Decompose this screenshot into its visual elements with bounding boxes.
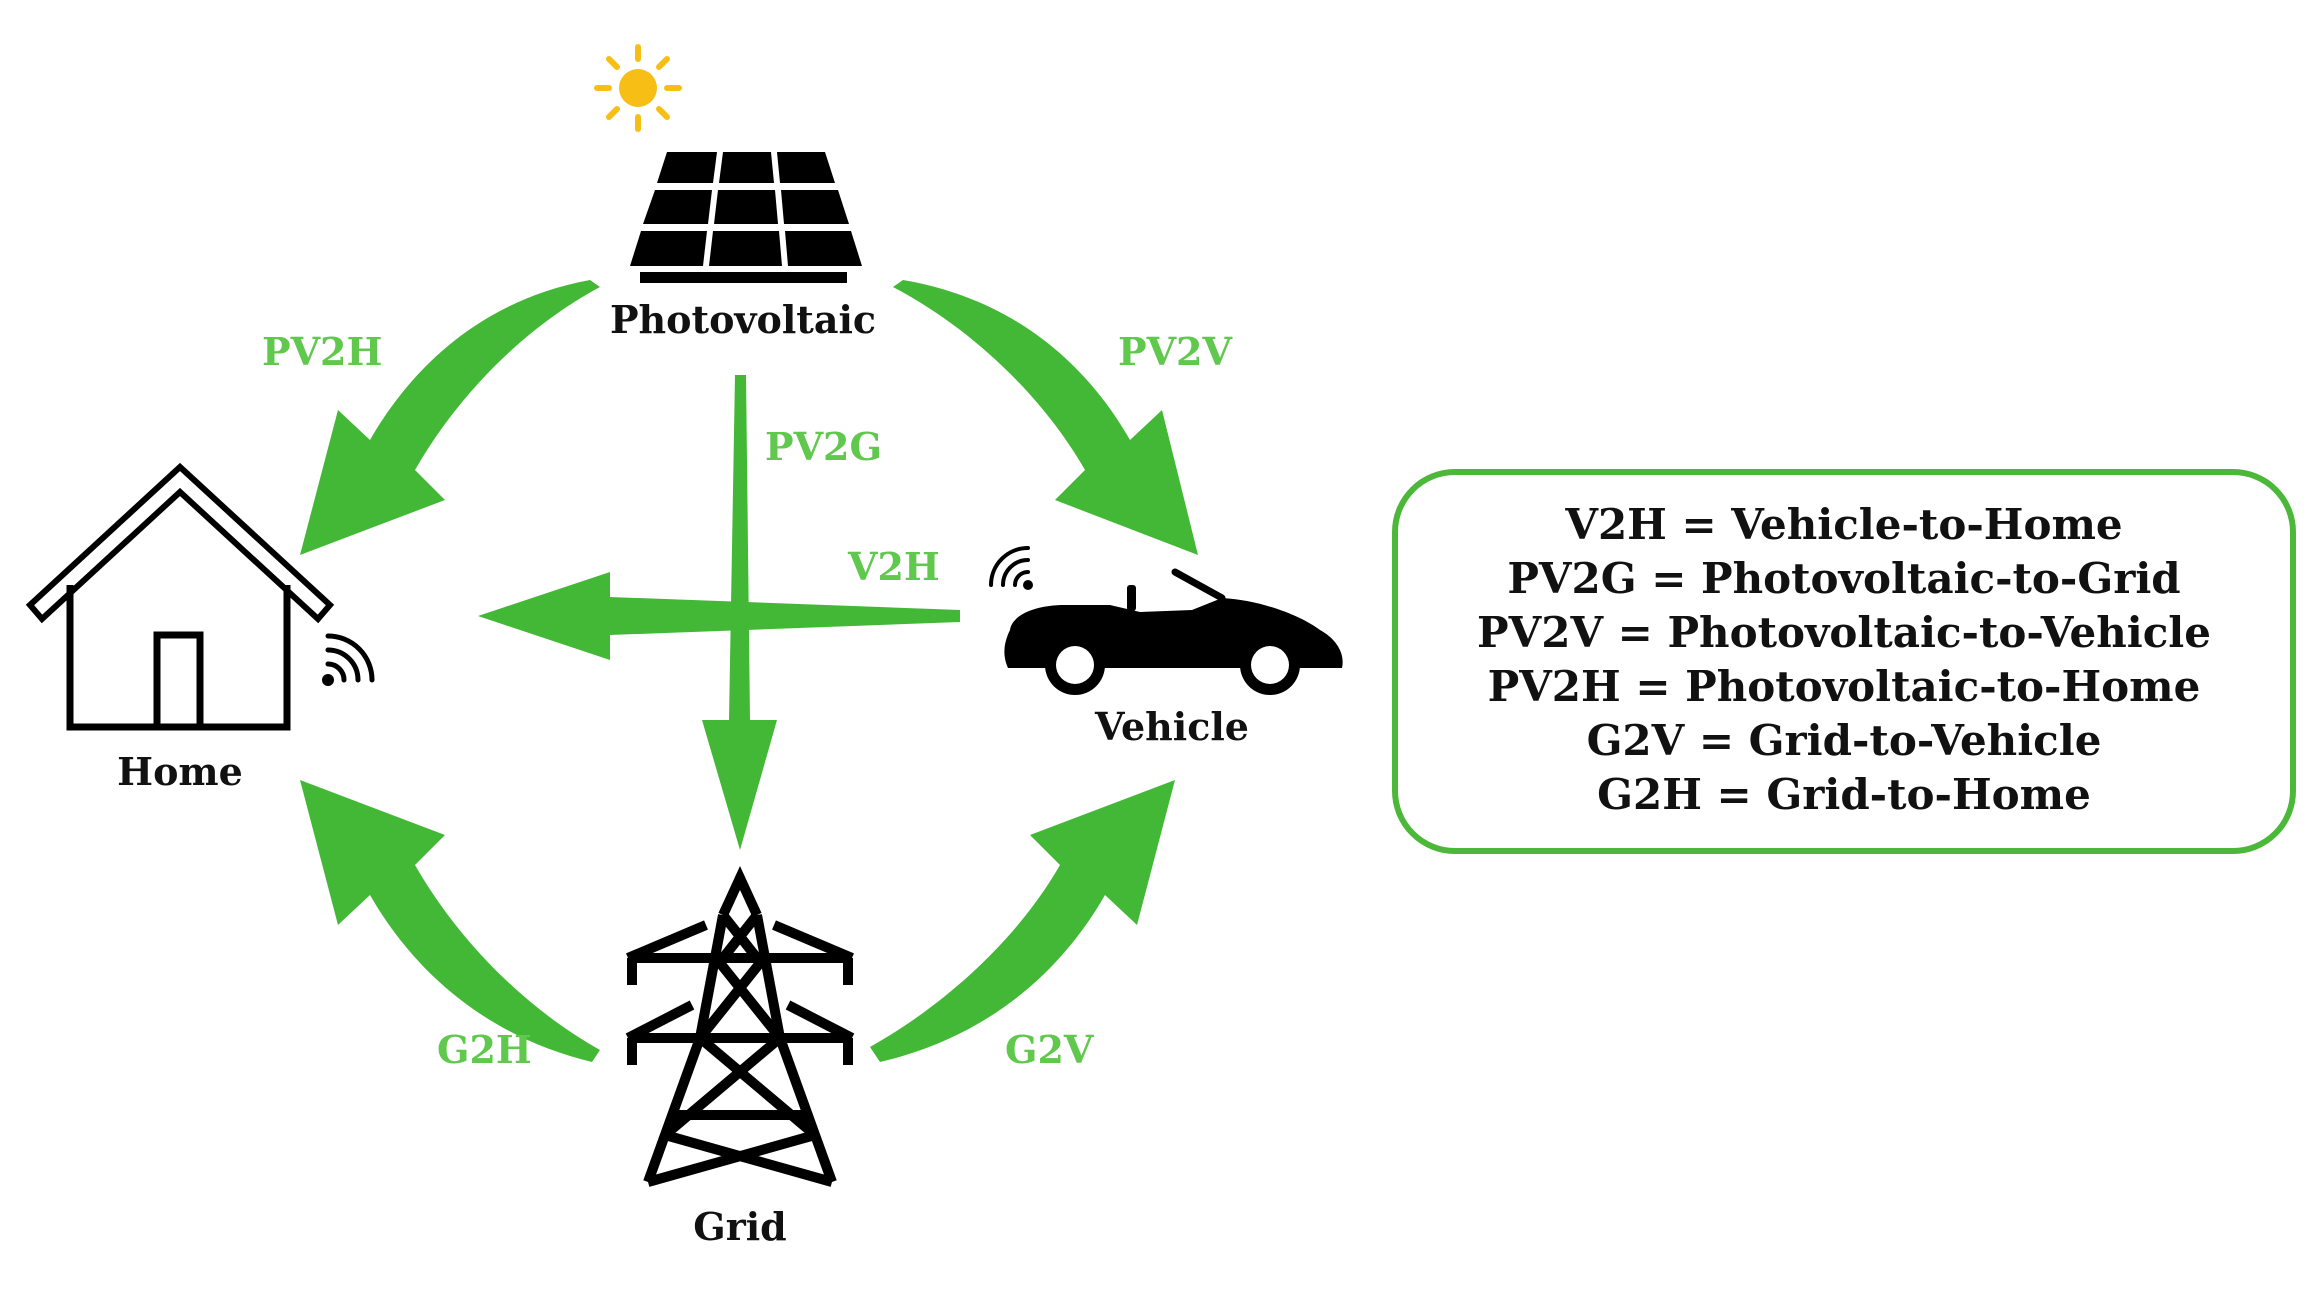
flow-label-g2h: G2H (437, 1027, 532, 1072)
node-vehicle: Vehicle (989, 546, 1343, 749)
flow-labels: PV2H PV2V PV2G V2H G2H G2V (262, 329, 1233, 1072)
node-grid: Grid (625, 866, 855, 1249)
legend-box: V2H = Vehicle-to-Home PV2G = Photovoltai… (1392, 469, 2296, 854)
legend-item: G2H = Grid-to-Home (1597, 770, 2091, 819)
legend-item: V2H = Vehicle-to-Home (1564, 500, 2122, 549)
node-home: Home (25, 462, 375, 794)
node-label-home: Home (117, 749, 243, 794)
arrow-pv2h (300, 280, 600, 555)
flow-label-pv2h: PV2H (262, 329, 382, 374)
car-icon (1004, 568, 1343, 695)
flow-label-g2v: G2V (1005, 1027, 1095, 1072)
legend-item: PV2V = Photovoltaic-to-Vehicle (1477, 608, 2211, 657)
flow-label-pv2g: PV2G (765, 424, 882, 469)
arrow-g2h (300, 780, 600, 1062)
node-label-photovoltaic: Photovoltaic (610, 297, 876, 342)
house-icon (25, 462, 335, 731)
solar-panel-icon (630, 152, 862, 283)
legend-item: G2V = Grid-to-Vehicle (1587, 716, 2102, 765)
arrow-g2v (870, 780, 1175, 1062)
flow-label-pv2v: PV2V (1118, 329, 1233, 374)
flow-arrows (300, 280, 1198, 1062)
node-label-vehicle: Vehicle (1094, 704, 1249, 749)
legend-item: PV2G = Photovoltaic-to-Grid (1507, 554, 2180, 603)
wifi-icon (322, 633, 375, 686)
wifi-icon (989, 546, 1033, 590)
arrow-v2h (478, 572, 960, 660)
legend-item: PV2H = Photovoltaic-to-Home (1488, 662, 2201, 711)
node-photovoltaic: Photovoltaic (594, 44, 876, 342)
sun-icon (594, 44, 682, 132)
flow-label-v2h: V2H (847, 544, 940, 589)
node-label-grid: Grid (693, 1204, 786, 1249)
transmission-tower-icon (625, 866, 855, 1187)
legend-border (1392, 469, 2296, 854)
arrow-pv2v (893, 280, 1198, 555)
